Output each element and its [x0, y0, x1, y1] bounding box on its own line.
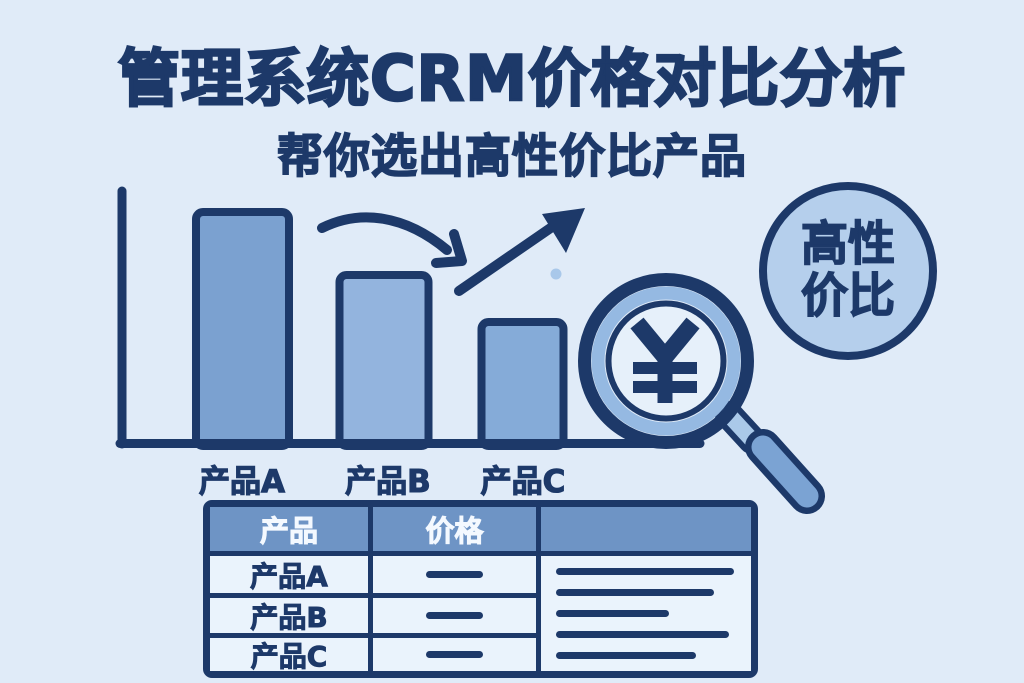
- price-dash-placeholder: [426, 571, 483, 578]
- price-dash-placeholder: [426, 612, 483, 619]
- price-cell-a: [373, 556, 536, 593]
- header-cell-product: 产品: [210, 507, 368, 551]
- magnifier-outer-ring: [578, 273, 754, 449]
- bar-product-a: [192, 208, 293, 450]
- bar-product-c: [477, 318, 568, 450]
- yen-icon: [630, 317, 700, 403]
- bar-label-product-c: 产品C: [480, 463, 566, 500]
- bar-label-product-b: 产品B: [345, 463, 432, 500]
- price-dash-placeholder: [426, 651, 483, 658]
- text-line-placeholder: [556, 610, 669, 617]
- curved-arrow: [317, 212, 467, 268]
- page-subtitle: 帮你选出高性价比产品: [276, 128, 747, 184]
- header-cell-blank: [541, 507, 751, 551]
- table-row-product-a: 产品A: [210, 556, 368, 593]
- table-row-product-b: 产品B: [210, 598, 368, 633]
- magnifier-glass-ring: [591, 286, 741, 436]
- table-row-product-c: 产品C: [210, 638, 368, 671]
- magnifier-handle-fill: [751, 435, 819, 508]
- badge-line2: 价比: [800, 269, 895, 324]
- magnifier-connector-fill: [721, 407, 760, 448]
- magnifier-icon: [578, 273, 825, 514]
- page-title: 管理系统CRM价格对比分析: [117, 41, 906, 116]
- comparison-table: 产品 价格 产品A 产品B 产品C: [203, 500, 758, 678]
- accent-dot: [550, 268, 562, 280]
- growth-arrow: [454, 208, 585, 296]
- badge-line1: 高性: [800, 217, 895, 273]
- value-badge: 高性 价比: [759, 182, 937, 360]
- bar-product-b: [335, 271, 433, 450]
- price-cell-b: [373, 598, 536, 633]
- bar-label-product-a: 产品A: [198, 463, 285, 500]
- text-line-placeholder: [556, 652, 696, 659]
- text-line-placeholder: [556, 568, 734, 575]
- text-line-placeholder: [556, 589, 714, 596]
- detail-cell: [541, 556, 751, 671]
- header-cell-price: 价格: [373, 507, 536, 551]
- text-line-placeholder: [556, 631, 729, 638]
- price-cell-c: [373, 638, 536, 671]
